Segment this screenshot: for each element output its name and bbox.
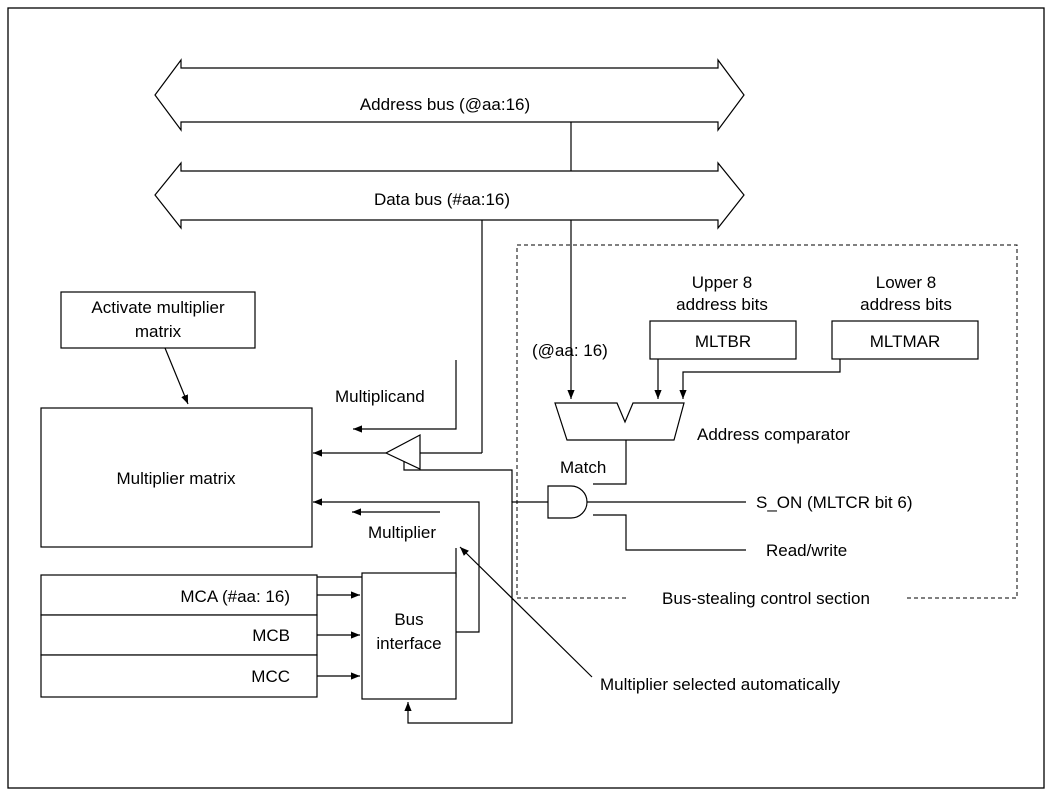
- lower-label-line2: address bits: [860, 295, 952, 314]
- auto-note-label: Multiplier selected automatically: [600, 675, 840, 694]
- multiplier-matrix-label: Multiplier matrix: [116, 469, 236, 488]
- match-feedback-arrow: [404, 501, 548, 724]
- upper-label-line2: address bits: [676, 295, 768, 314]
- match-line: [593, 440, 627, 485]
- data-bus-label: Data bus (#aa:16): [374, 190, 510, 209]
- mcc-label: MCC: [251, 667, 290, 686]
- multiplicand-label: Multiplicand: [335, 387, 425, 406]
- mltmar-label: MLTMAR: [870, 332, 941, 351]
- multiplicand-arrow: [353, 360, 457, 433]
- mcc-register: [40, 654, 318, 698]
- match-label: Match: [560, 458, 606, 477]
- activate-label-line1: Activate multiplier: [91, 298, 225, 317]
- buffer-enable-line: [403, 461, 513, 502]
- figure-frame: [7, 7, 1045, 789]
- bus-interface-label-line1: Bus: [394, 610, 423, 629]
- bus-stealing-section-label: Bus-stealing control section: [662, 589, 870, 608]
- read-write-label: Read/write: [766, 541, 847, 560]
- data-bus-arrow: [154, 161, 745, 230]
- read-write-line: [593, 514, 746, 551]
- address-bus-label: Address bus (@aa:16): [360, 95, 530, 114]
- multiplier-label: Multiplier: [368, 523, 436, 542]
- bus-interface-label-line2: interface: [376, 634, 441, 653]
- comparator-label: Address comparator: [697, 425, 850, 444]
- multiplier-matrix-box: [40, 407, 313, 548]
- buffer-triangle: [384, 434, 421, 470]
- auto-note-arrow: [459, 546, 593, 678]
- s-on-label: S_ON (MLTCR bit 6): [756, 493, 913, 512]
- mltmar-to-comparator-arrow: [679, 359, 841, 399]
- and-gate: [547, 485, 588, 519]
- activate-box: [60, 291, 256, 349]
- bus-stealing-section-border: [516, 244, 1018, 599]
- address-bus-arrow: [154, 58, 745, 132]
- upper-label-line1: Upper 8: [692, 273, 752, 292]
- mltmar-register: [831, 320, 979, 360]
- address-comparator: [554, 402, 685, 441]
- mltbr-label: MLTBR: [695, 332, 751, 351]
- mltbr-register: [649, 320, 797, 360]
- activate-label-line2: matrix: [135, 322, 182, 341]
- multiplier-to-matrix-arrow: [313, 498, 480, 633]
- activate-arrow: [164, 347, 189, 405]
- mcb-label: MCB: [252, 626, 290, 645]
- address-input-label: (@aa: 16): [532, 341, 608, 360]
- bus-interface-box: [361, 572, 457, 700]
- lower-label-line1: Lower 8: [876, 273, 936, 292]
- mca-label: MCA (#aa: 16): [180, 587, 290, 606]
